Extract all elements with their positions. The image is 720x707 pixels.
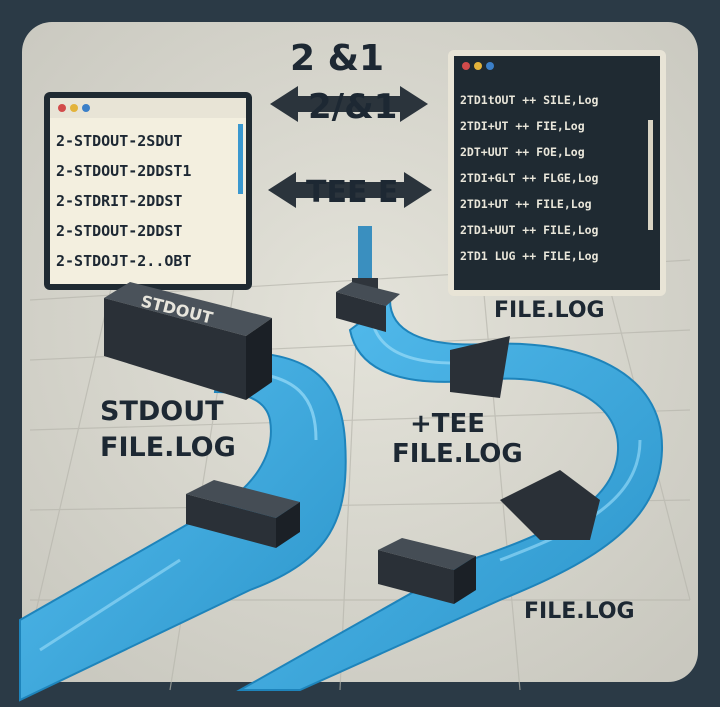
stdout-box <box>104 282 272 400</box>
tee-double-arrow-icon <box>268 172 432 208</box>
left-terminal-line: 2-STDOUT-2DDST <box>56 222 182 240</box>
tee-operator-label: TEE E <box>306 175 398 210</box>
window-maximize-dot <box>82 104 90 112</box>
right-terminal-line: 2TD1+UT ++ FILE,Log <box>460 197 592 211</box>
redirect-operator-bottom: 2/&1 <box>308 87 397 127</box>
middle-caption-file-log: FILE.LOG <box>392 439 523 469</box>
return-arrow-icon <box>450 336 510 398</box>
tee-splitter-connector <box>336 282 400 332</box>
right-terminal-window <box>448 50 666 296</box>
window-close-dot <box>58 104 66 112</box>
right-terminal-line: 2DT+UUT ++ FOE,Log <box>460 145 585 159</box>
right-terminal-line: 2TD1tOUT ++ SILE,Log <box>460 93 599 107</box>
left-terminal-window <box>44 92 252 290</box>
forward-arrow-icon <box>500 470 600 540</box>
middle-caption-tee: +TEE <box>410 409 485 439</box>
left-caption-stdout: STDOUT <box>100 396 224 427</box>
window-minimize-dot <box>474 62 482 70</box>
left-terminal-line: 2-STDOUT-2SDUT <box>56 132 182 150</box>
bottom-caption-file-log: FILE.LOG <box>524 599 635 624</box>
right-terminal-scrollbar <box>648 120 653 230</box>
left-terminal-line: 2-STDOUT-2DDST1 <box>56 162 191 180</box>
right-terminal-line: 2TD1+UUT ++ FILE,Log <box>460 223 599 237</box>
left-terminal-line: 2-STDRIT-2DDST <box>56 192 182 210</box>
window-maximize-dot <box>486 62 494 70</box>
window-minimize-dot <box>70 104 78 112</box>
right-top-caption-file-log: FILE.LOG <box>494 298 605 323</box>
window-close-dot <box>462 62 470 70</box>
left-terminal-line: 2-STDOJT-2..OBT <box>56 252 191 270</box>
right-terminal-line: 2TD1 LUG ++ FILE,Log <box>460 249 599 263</box>
redirect-double-arrow-icon <box>270 86 428 122</box>
left-terminal-scrollbar <box>238 124 243 194</box>
right-terminal-line: 2TDI+GLT ++ FLGE,Log <box>460 171 599 185</box>
redirect-operator-top: 2 &1 <box>290 38 384 79</box>
left-caption-file-log: FILE.LOG <box>100 432 236 463</box>
right-terminal-line: 2TDI+UT ++ FIE,Log <box>460 119 585 133</box>
right-stream-connector <box>378 538 476 604</box>
left-stream-connector <box>186 480 300 548</box>
